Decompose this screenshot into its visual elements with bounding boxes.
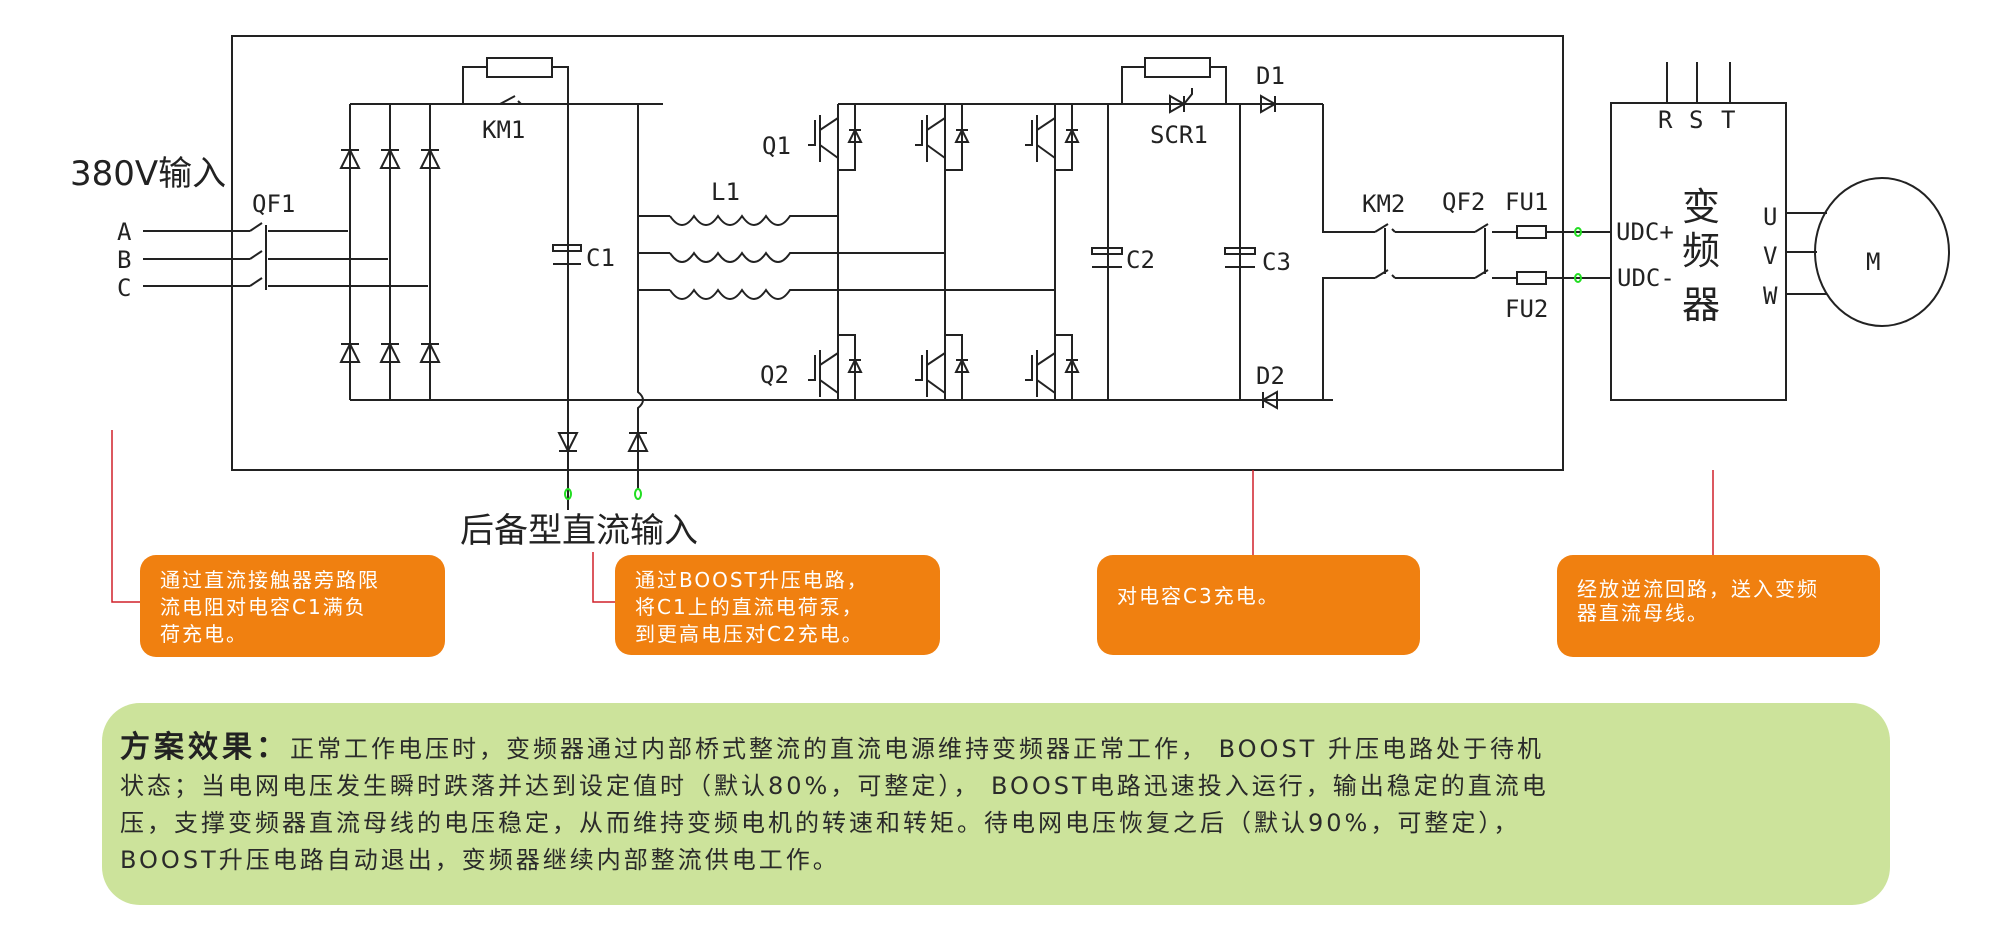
converter-output-u: U [1763,203,1777,231]
callout-line: 通过BOOST升压电路， [635,568,869,592]
summary-line-2: 状态；当电网电压发生瞬时跌落并达到设定值时（默认80%，可整定）， BOOST电… [120,772,1549,800]
callout-line: 经放逆流回路，送入变频 [1577,577,1819,601]
inductor-l1 [669,214,838,226]
callout-line: 到更高电压对C2充电。 [635,622,864,646]
converter-input-t: T [1721,106,1735,134]
udc-plus-label: UDC+ [1616,218,1674,246]
callout-line: 对电容C3充电。 [1117,584,1280,608]
phase-b-label: B [117,246,131,274]
km2-label: KM2 [1362,190,1405,218]
l1-label: L1 [711,178,740,206]
igbt-q2 [808,350,839,397]
d2-label: D2 [1256,362,1285,390]
converter-title-3: 器 [1682,283,1720,327]
callout-line: 荷充电。 [160,622,248,646]
phase-c-label: C [117,274,131,302]
input-voltage-label: 380V输入 [70,154,226,194]
terminal-dc-minus [634,488,642,500]
summary-text-1: 正常工作电压时，变频器通过内部桥式整流的直流电源维持变频器正常工作， BOOST… [290,735,1544,763]
c2-label: C2 [1126,246,1155,274]
terminal-udc-minus [1574,273,1582,283]
callout-line: 将C1上的直流电荷泵， [635,595,864,619]
backup-diode-1 [557,432,579,454]
diodes [339,88,1278,454]
callout-anti-reverse: 经放逆流回路，送入变频 器直流母线。 [1557,555,1880,657]
summary-line-4: BOOST升压电路自动退出，变频器继续内部整流供电工作。 [120,846,840,874]
scr1-symbol [1169,88,1193,114]
qf2-label: QF2 [1442,188,1485,216]
diode-d2 [1260,390,1278,410]
diode-d1 [1260,94,1278,114]
summary-panel: 方案效果：正常工作电压时，变频器通过内部桥式整流的直流电源维持变频器正常工作， … [102,703,1890,905]
converter-title-2: 频 [1682,229,1720,273]
igbt-q1 [808,115,839,162]
enclosure-box [231,35,1564,471]
connector-2 [592,552,615,603]
terminal-udc-plus [1574,227,1582,237]
summary-line-3: 压，支撑变频器直流母线的电压稳定，从而维持变频电机的转速和转矩。待电网电压恢复之… [120,809,1521,837]
callout-boost-pump: 通过BOOST升压电路， 将C1上的直流电荷泵， 到更高电压对C2充电。 [615,555,940,655]
q2-label: Q2 [760,361,789,389]
callout-line: 器直流母线。 [1577,601,1709,625]
fuse-fu1 [1516,225,1547,239]
qf1-switch [249,222,267,290]
qf1-label: QF1 [252,190,295,218]
q1-label: Q1 [762,132,791,160]
phase-a-label: A [117,218,132,246]
callout-line: 通过直流接触器旁路限 [160,568,380,592]
c3-label: C3 [1262,248,1291,276]
converter-input-r: R [1658,106,1673,134]
km1-label: KM1 [482,116,525,144]
fu2-label: FU2 [1505,295,1548,323]
motor-label: M [1866,248,1880,276]
udc-minus-label: UDC- [1617,264,1675,292]
scr1-label: SCR1 [1150,121,1208,149]
terminal-dc-plus [564,488,572,500]
converter-input-s: S [1689,106,1703,134]
fuse-fu2 [1516,271,1547,285]
c1-label: C1 [586,244,615,272]
d1-label: D1 [1256,62,1285,90]
motor-circle [1814,177,1950,327]
converter-title-1: 变 [1682,185,1720,229]
connector-1 [111,430,140,603]
converter-output-w: W [1763,282,1778,310]
summary-label: 方案效果： [120,730,290,765]
callout-c3-charging: 对电容C3充电。 [1097,555,1420,655]
summary-line-1: 方案效果：正常工作电压时，变频器通过内部桥式整流的直流电源维持变频器正常工作， … [120,729,1860,768]
callout-connectors [111,430,1714,603]
backup-dc-input-label: 后备型直流输入 [460,511,698,551]
callout-line: 流电阻对电容C1满负 [160,595,367,619]
terminals [564,227,1582,500]
fu1-label: FU1 [1505,188,1548,216]
callout-bypass-charging: 通过直流接触器旁路限 流电阻对电容C1满负 荷充电。 [140,555,445,657]
wires [143,35,1950,510]
converter-output-v: V [1763,242,1777,270]
backup-diode-2 [627,430,649,452]
